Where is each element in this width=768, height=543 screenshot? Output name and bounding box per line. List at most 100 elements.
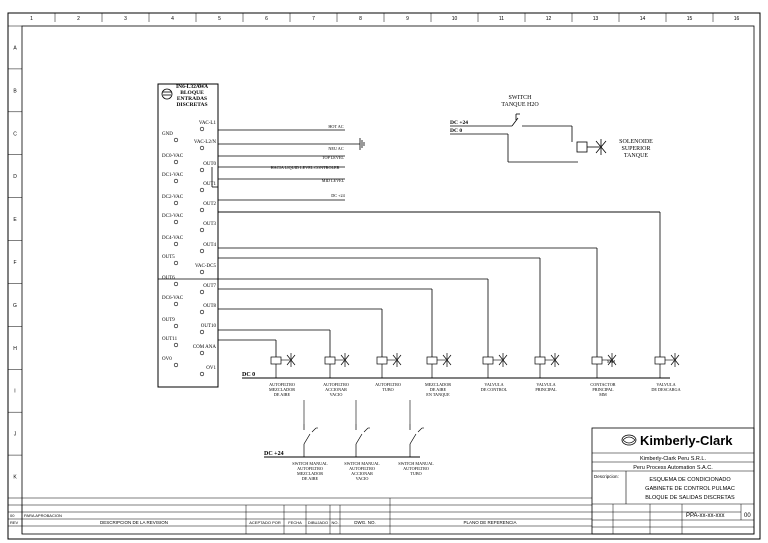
terminal-icon [173, 323, 179, 329]
output-load-label: DE AIRE [274, 392, 291, 397]
module-right-terminal-label: OUT2 [203, 202, 216, 207]
manual-switch-label: AUTOFILTRO [297, 466, 323, 471]
terminal-icon [173, 200, 179, 206]
column-label: 14 [640, 16, 646, 22]
output-load-label: MEZCLADOR [425, 382, 451, 387]
row-label: J [14, 432, 17, 438]
valve-icon [340, 353, 350, 367]
column-label: 6 [265, 16, 268, 22]
module-title-4: DISCRETAS [176, 102, 207, 108]
terminal-icon [199, 126, 205, 132]
rev-row-number: 00 [10, 513, 15, 518]
module-right-terminal-label: OUT4 [203, 243, 216, 248]
rev-header: REV [10, 520, 19, 525]
tank-switch-title-1: SWITCH [509, 95, 533, 101]
module-right-terminal-label: OV1 [206, 366, 216, 371]
module-right-terminal-label: OUT1 [203, 182, 216, 187]
manual-switch-label: VACIO [356, 476, 369, 481]
column-label: 16 [734, 16, 740, 22]
tank-dc24-label: DC +24 [450, 120, 468, 126]
valve-icon [286, 353, 296, 367]
output-load-label: AUTOFILTRO [323, 382, 349, 387]
row-label: E [13, 217, 17, 223]
valve-icon [670, 353, 680, 367]
wire-label-top: TOP LEVEL [322, 155, 344, 160]
output-load-label: PRINCIPAL [592, 387, 614, 392]
terminal-icon [173, 301, 179, 307]
column-label: 13 [593, 16, 599, 22]
title-block: Kimberly-Clark Kimberly-Clark Peru S.R.L… [591, 427, 755, 535]
row-label: I [14, 389, 15, 395]
row-label: A [13, 45, 17, 51]
terminal-icon [173, 219, 179, 225]
output-load-label: PRINCIPAL [535, 387, 557, 392]
module-left-terminal-label: GND [162, 132, 173, 137]
module-left-terminal-label: OV0 [162, 357, 172, 362]
manual-switch-label: AUTOFILTRO [403, 466, 429, 471]
manual-switch-label: MEZCLADOR [297, 471, 323, 476]
row-label: D [13, 174, 17, 180]
module-left-terminals: GNDDC0-VACDC1-VACDC2-VACDC3-VACDC4-VACOU… [162, 132, 184, 368]
valve-icon [392, 353, 402, 367]
brand-logo-text: Kimberly-Clark [640, 433, 733, 448]
output-load-label: TUBO [382, 387, 393, 392]
output-load-label: VALVULA [536, 382, 555, 387]
module-left-terminal-label: DC0-VAC [162, 154, 184, 159]
column-label: 10 [452, 16, 458, 22]
wire-label-hot: HOT AC [328, 124, 343, 129]
manual-switch-label: AUTOFILTRO [349, 466, 375, 471]
output-load-label: ACCIONAR [325, 387, 347, 392]
ground-icon [359, 138, 365, 150]
row-label: F [13, 260, 16, 266]
manual-switch-label: DE AIRE [302, 476, 319, 481]
ref-header: PLANO DE REFERENCIA [463, 520, 516, 525]
solenoid-label-2: SUPERIOR [621, 146, 650, 152]
tank-dc0-label: DC 0 [450, 128, 462, 134]
row-label: C [13, 131, 17, 137]
mm-tag: MM [607, 359, 615, 364]
terminal-icon [173, 137, 179, 143]
module-left-terminal-label: OUT5 [162, 255, 175, 260]
manual-switch-label: ACCIONAR [351, 471, 373, 476]
wire-label-neu: NEU AC [328, 146, 343, 151]
description-label: Descripcion: [594, 474, 619, 479]
terminal-icon [199, 207, 205, 213]
revision-block: 00 PARA APROBACION REV DESCRIPCION DE LA… [8, 497, 592, 534]
terminal-icon [173, 260, 179, 266]
row-label: G [13, 303, 17, 309]
column-label: 15 [687, 16, 693, 22]
terminal-icon [173, 281, 179, 287]
description-line-2: GABINETE DE CONTROL PULMAC [645, 486, 735, 492]
terminal-icon [199, 187, 205, 193]
module-left-terminal-label: OUT6 [162, 276, 175, 281]
module-right-terminal-label: OUT7 [203, 284, 216, 289]
column-label: 12 [546, 16, 552, 22]
module-title-2: BLOQUE [180, 90, 204, 96]
manual-switch-label: SWITCH MANUAL [292, 461, 328, 466]
terminal-icon [199, 329, 205, 335]
module-right-terminal-label: VAC-DC5 [195, 264, 217, 269]
terminal-icon [199, 289, 205, 295]
terminal-icon [173, 241, 179, 247]
column-label: 4 [171, 16, 174, 22]
module-right-terminal-label: COM ANA [193, 345, 217, 350]
column-label: 1 [30, 16, 33, 22]
input-module: IN6-L32AWA BLOQUE ENTRADAS DISCRETAS GND… [157, 83, 219, 388]
date-header: FECHA [288, 520, 302, 525]
module-left-terminal-label: DC6-VAC [162, 296, 184, 301]
wire-label-mid: MID LEVEL [322, 178, 345, 183]
module-right-terminal-label: VAC-L1 [199, 121, 217, 126]
manual-switch-label: TUBO [410, 471, 421, 476]
module-left-terminal-label: DC1-VAC [162, 173, 184, 178]
wire-label-hacia: HACIA LIQUID LEVEL CONTROLER [271, 165, 340, 170]
module-logo-icon [161, 88, 173, 100]
dwg-header: DWG. NO. [354, 520, 376, 525]
output-load-label: MEZCLADOR [269, 387, 295, 392]
terminal-icon [199, 248, 205, 254]
solenoid-icon [595, 139, 607, 155]
module-left-terminal-label: DC2-VAC [162, 195, 184, 200]
